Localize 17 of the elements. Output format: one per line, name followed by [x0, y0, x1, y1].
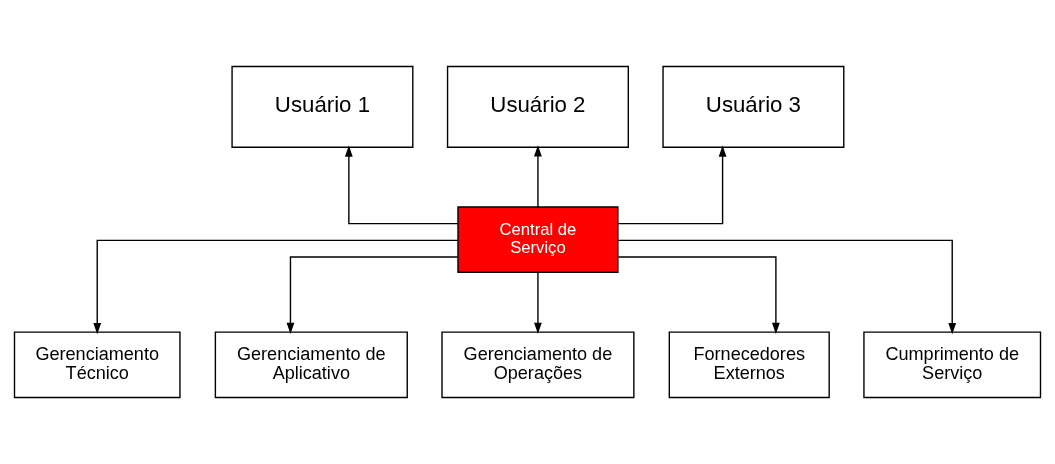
arrow — [344, 145, 459, 225]
arrow — [617, 145, 727, 225]
node-box: Usuário 3 — [662, 65, 845, 148]
node-box: Usuário 2 — [446, 65, 629, 148]
arrow — [534, 145, 542, 208]
node-box: Usuário 1 — [231, 65, 414, 148]
node-box: Fornecedores Externos — [668, 331, 830, 399]
arrow — [286, 256, 459, 334]
arrow — [617, 239, 957, 335]
node-box: Cumprimento de Serviço — [863, 331, 1042, 399]
node-box: Gerenciamento de Aplicativo — [214, 331, 408, 399]
arrow — [617, 256, 780, 334]
arrow — [93, 239, 459, 335]
node-box: Central de Serviço — [457, 206, 619, 273]
node-box: Gerenciamento Técnico — [13, 331, 181, 399]
node-box: Gerenciamento de Operações — [441, 331, 635, 399]
arrow — [534, 271, 542, 334]
